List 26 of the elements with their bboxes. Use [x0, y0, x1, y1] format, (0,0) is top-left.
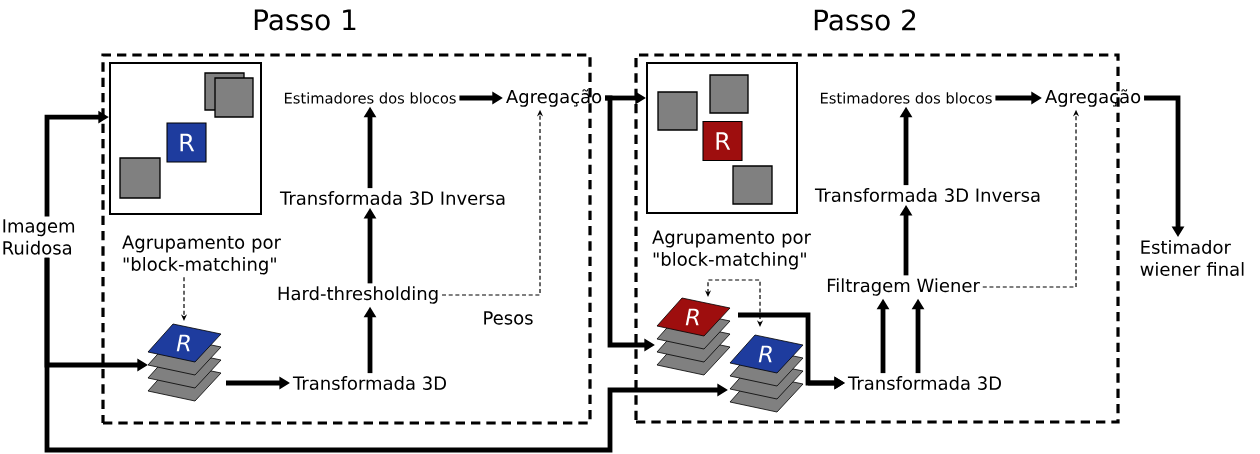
node-label: R: [758, 345, 772, 363]
process-label: Agregação: [506, 89, 602, 107]
process-label: Agregação: [1045, 89, 1141, 107]
block-stack-drawing: R: [729, 334, 804, 413]
edge-label: Pesos: [481, 310, 535, 327]
process-label: Transformada 3D: [847, 376, 1001, 390]
image-panel: [646, 62, 798, 214]
process-label: Transformada 3D Inversa: [279, 191, 505, 205]
process-label: Transformada 3D Inversa: [814, 188, 1040, 202]
process-label: Estimador wiener final: [1140, 240, 1244, 276]
process-label: Estimadores dos blocos: [284, 92, 456, 104]
reference-block: R: [166, 122, 207, 163]
step-title: Passo 1: [254, 9, 356, 31]
process-label: Estimadores dos blocos: [821, 92, 992, 104]
process-label: Agrupamento por "block-matching": [652, 230, 811, 270]
process-label: Filtragem Wiener: [827, 278, 980, 296]
block-stack-drawing: R: [147, 323, 222, 402]
process-label: Transformada 3D: [292, 376, 446, 390]
process-label: Imagem Ruidosa: [3, 219, 75, 255]
process-label: Hard-thresholding: [278, 286, 438, 304]
process-label: Agrupamento por "block-matching": [122, 235, 281, 275]
node-label: R: [685, 308, 699, 326]
node-label: R: [176, 334, 190, 352]
block-stack-drawing: R: [656, 297, 731, 376]
step-title: Passo 2: [814, 9, 916, 31]
reference-block: R: [702, 120, 743, 162]
